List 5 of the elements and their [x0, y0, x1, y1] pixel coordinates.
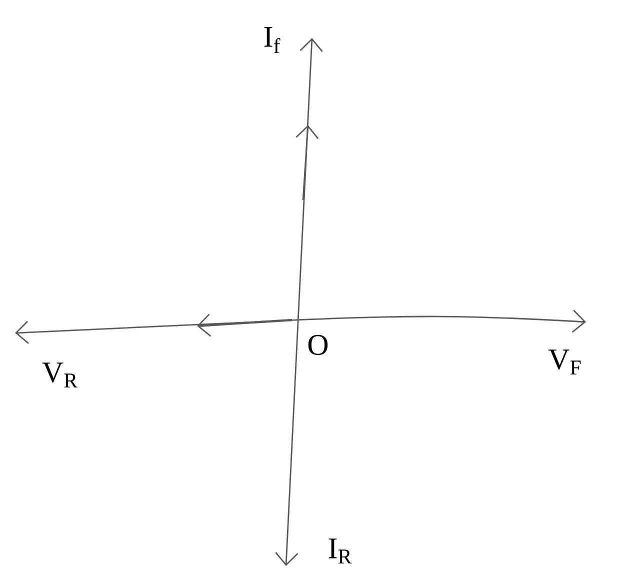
axis-label: V$_{R}$: [42, 362, 78, 388]
axis-label: I$_{f}$: [264, 27, 280, 53]
axis-label: I$_{R}$: [328, 538, 352, 564]
axis-label: V$_{F}$: [548, 350, 581, 374]
axis-label: O: [308, 334, 328, 356]
